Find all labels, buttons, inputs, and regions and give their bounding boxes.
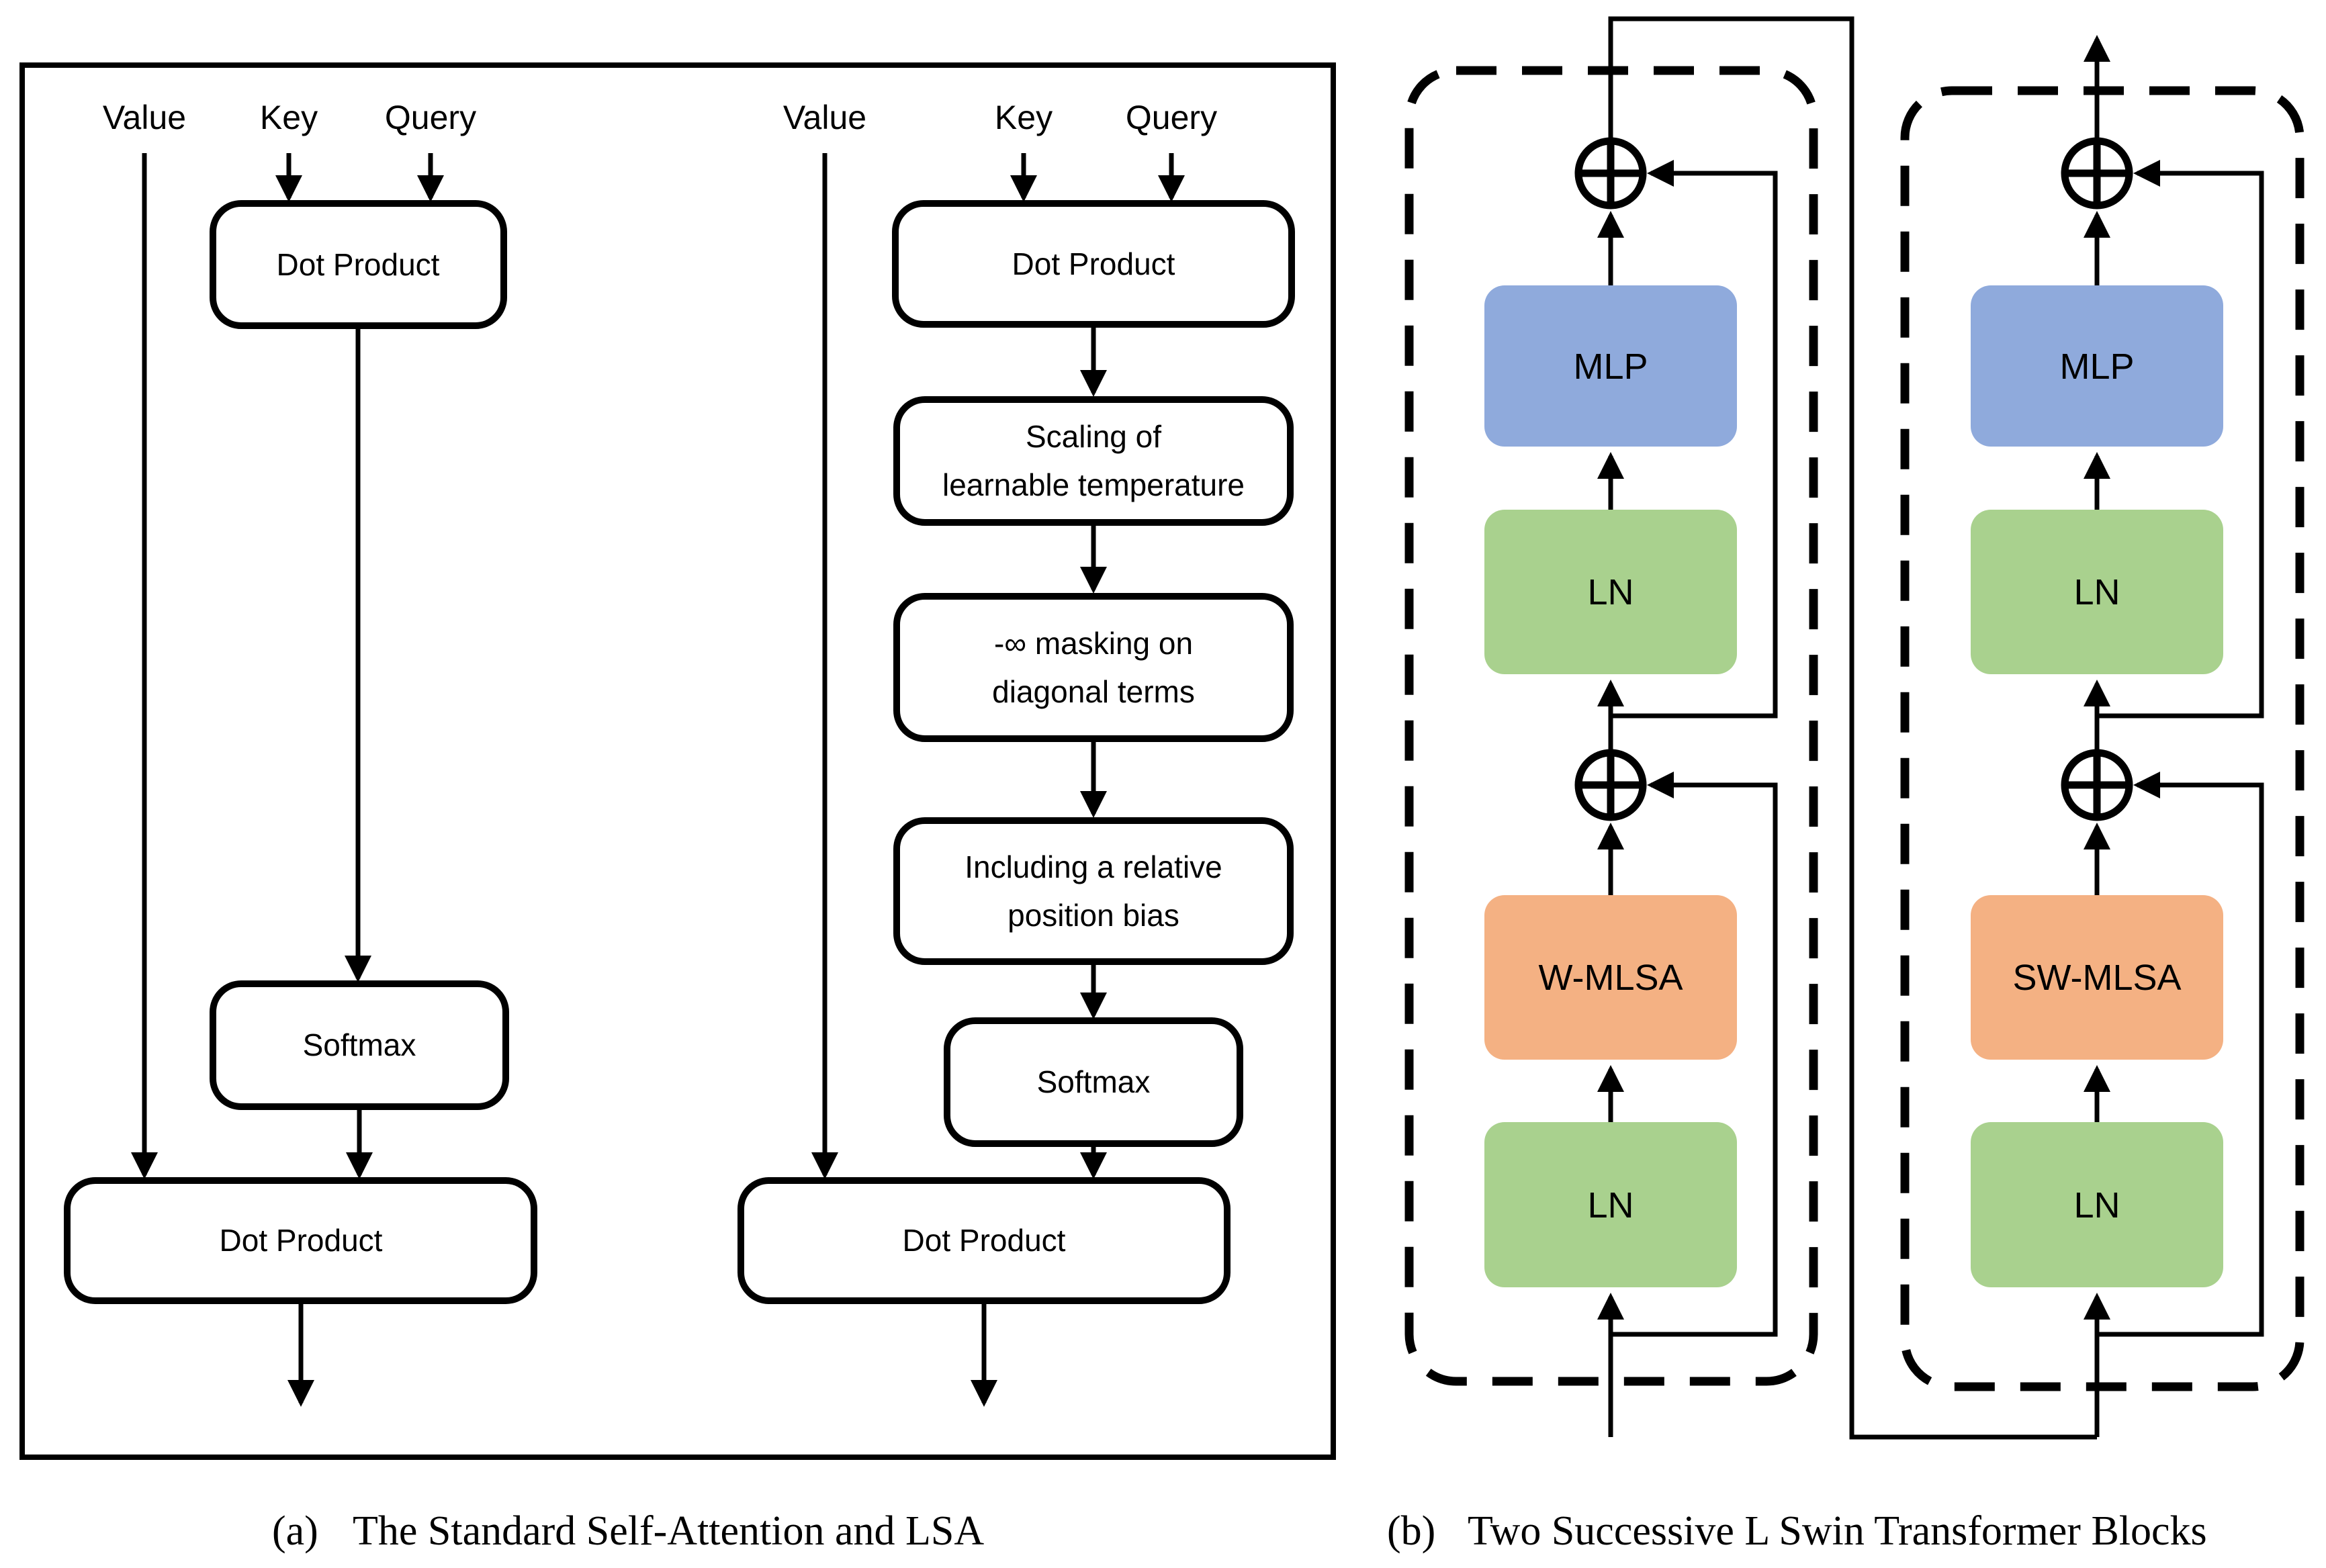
block2-attention-box: SW-MLSA	[1971, 895, 2223, 1060]
block1-ln-bottom-box: LN	[1484, 1122, 1737, 1287]
panel-b: LN W-MLSA LN MLP	[1387, 16, 2305, 1554]
block2-mlp-box: MLP	[1971, 285, 2223, 447]
block1-mlp-text: MLP	[1573, 347, 1648, 387]
lsa-value-label: Value	[783, 99, 866, 136]
sa-flowchart: Value Key Query Dot Product Softmax Dot …	[64, 99, 537, 1407]
block2-attention-text: SW-MLSA	[2012, 958, 2181, 998]
sa-softmax-box: Softmax	[210, 980, 509, 1110]
lsa-position-bias-box: Including a relative position bias	[893, 817, 1294, 965]
lsa-position-bias-text-1: Including a relative	[965, 849, 1222, 884]
lsa-position-bias-rect	[893, 817, 1294, 965]
lsa-dot-product-top-box: Dot Product	[892, 200, 1295, 328]
block2-skip-connection-upper	[2097, 160, 2264, 719]
lsa-softmax-box: Softmax	[944, 1017, 1243, 1147]
plus-glyph	[1578, 141, 1643, 205]
sa-value-label: Value	[103, 99, 186, 136]
lsa-dot-product-top-text: Dot Product	[1012, 246, 1175, 281]
caption-b-text: Two Successive L Swin Transformer Blocks	[1468, 1508, 2207, 1554]
sa-dot-product-bottom-text: Dot Product	[220, 1223, 383, 1258]
caption-a-text: The Standard Self-Attention and LSA	[353, 1508, 984, 1554]
panel-a: Value Key Query Dot Product Softmax Dot …	[19, 62, 1336, 1554]
block1-attention-rect	[1484, 895, 1737, 1060]
lsa-flowchart: Value Key Query Dot Product Scaling of l…	[737, 99, 1295, 1407]
lsa-masking-box: -∞ masking on diagonal terms	[893, 593, 1294, 742]
block2-skip-connection-lower	[2097, 772, 2264, 1337]
swin-block-2: LN SW-MLSA LN MLP	[1900, 35, 2305, 1437]
lsa-position-bias-text-2: position bias	[1008, 898, 1179, 933]
block2-ln-bottom-text: LN	[2073, 1185, 2120, 1226]
caption-b-label: (b)	[1387, 1508, 1435, 1554]
block1-ln-bottom-rect	[1484, 1122, 1737, 1287]
block1-ln-top-rect	[1484, 510, 1737, 674]
block1-add-lower-icon	[1574, 749, 1647, 821]
lsa-scaling-text-1: Scaling of	[1026, 419, 1161, 454]
lsa-softmax-text: Softmax	[1037, 1064, 1151, 1099]
lsa-key-label: Key	[995, 99, 1053, 136]
block2-mlp-text: MLP	[2059, 347, 2134, 387]
block2-ln-top-text: LN	[2073, 572, 2120, 612]
block2-ln-bottom-rect	[1971, 1122, 2223, 1287]
sa-dot-product-bottom-box: Dot Product	[64, 1177, 537, 1304]
block1-dashed-border	[1404, 66, 1818, 1386]
plus-glyph	[2065, 753, 2129, 817]
block1-ln-bottom-text: LN	[1587, 1185, 1634, 1226]
lsa-scaling-box: Scaling of learnable temperature	[893, 396, 1294, 526]
lsa-masking-text-1: -∞ masking on	[994, 626, 1193, 661]
caption-a-label: (a)	[272, 1508, 318, 1554]
sa-softmax-text: Softmax	[303, 1027, 416, 1062]
lsa-scaling-text-2: learnable temperature	[942, 467, 1245, 502]
block2-ln-top-box: LN	[1971, 510, 2223, 674]
sa-dot-product-top-box: Dot Product	[210, 200, 507, 329]
block2-attention-rect	[1971, 895, 2223, 1060]
block2-dashed-border	[1900, 86, 2305, 1391]
lsa-scaling-rect	[893, 396, 1294, 526]
block1-skip-connection-lower	[1611, 772, 1778, 1337]
block2-add-lower-icon	[2061, 749, 2133, 821]
block1-attention-text: W-MLSA	[1538, 958, 1683, 998]
block1-mlp-box: MLP	[1484, 285, 1737, 447]
block2-ln-top-rect	[1971, 510, 2223, 674]
block1-skip-connection-upper	[1611, 160, 1778, 719]
block2-mlp-rect	[1971, 285, 2223, 447]
block1-attention-box: W-MLSA	[1484, 895, 1737, 1060]
inter-block-connector-line	[1608, 16, 2097, 1440]
sa-dot-product-top-text: Dot Product	[277, 247, 440, 282]
block1-add-upper-icon	[1574, 137, 1647, 210]
plus-glyph	[2065, 141, 2129, 205]
sa-query-label: Query	[385, 99, 476, 136]
sa-key-label: Key	[260, 99, 318, 136]
block1-ln-top-text: LN	[1587, 572, 1634, 612]
block2-add-upper-icon	[2061, 137, 2133, 210]
lsa-dot-product-bottom-box: Dot Product	[737, 1177, 1231, 1304]
block1-ln-top-box: LN	[1484, 510, 1737, 674]
panel-a-border	[19, 62, 1336, 1460]
plus-glyph	[1578, 753, 1643, 817]
block1-mlp-rect	[1484, 285, 1737, 447]
lsa-query-label: Query	[1126, 99, 1217, 136]
lsa-dot-product-bottom-text: Dot Product	[903, 1223, 1066, 1258]
swin-block-1: LN W-MLSA LN MLP	[1404, 66, 1818, 1437]
lsa-masking-text-2: diagonal terms	[992, 674, 1195, 709]
block2-ln-bottom-box: LN	[1971, 1122, 2223, 1287]
lsa-masking-rect	[893, 593, 1294, 742]
